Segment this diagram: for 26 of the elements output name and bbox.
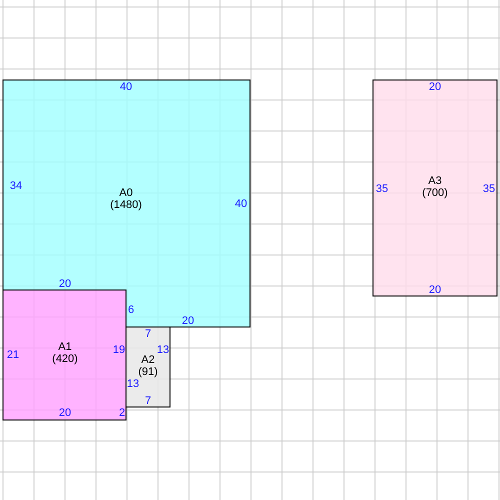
dimension-label: 20 xyxy=(58,407,72,419)
dimension-label: 20 xyxy=(58,278,72,290)
dimension-label: 19 xyxy=(112,344,126,356)
dimension-label: 35 xyxy=(482,183,496,195)
dimension-label: 7 xyxy=(144,328,152,340)
area-value: (1480) xyxy=(110,199,142,211)
area-name: A0 xyxy=(119,187,133,199)
dimension-label: 13 xyxy=(156,344,170,356)
dimension-label: 7 xyxy=(144,395,152,407)
area-name: A3 xyxy=(428,175,442,187)
dimension-label: 20 xyxy=(182,315,194,327)
area-value: (420) xyxy=(52,353,78,365)
dimension-label: 35 xyxy=(376,183,388,195)
area-value: (700) xyxy=(422,187,448,199)
dimension-label: 20 xyxy=(428,284,442,296)
dimension-label: 2 xyxy=(118,407,126,419)
dimension-label: 20 xyxy=(428,81,442,93)
area-name: A1 xyxy=(58,341,72,353)
dimension-label: 40 xyxy=(120,81,132,93)
dimension-label: 40 xyxy=(234,198,248,210)
dimension-label: 34 xyxy=(10,180,22,192)
dimension-label: 13 xyxy=(126,378,140,390)
area-value: (91) xyxy=(138,366,158,378)
area-name: A2 xyxy=(141,354,155,366)
dimension-label: 21 xyxy=(6,349,20,361)
dimension-label: 6 xyxy=(128,304,134,316)
